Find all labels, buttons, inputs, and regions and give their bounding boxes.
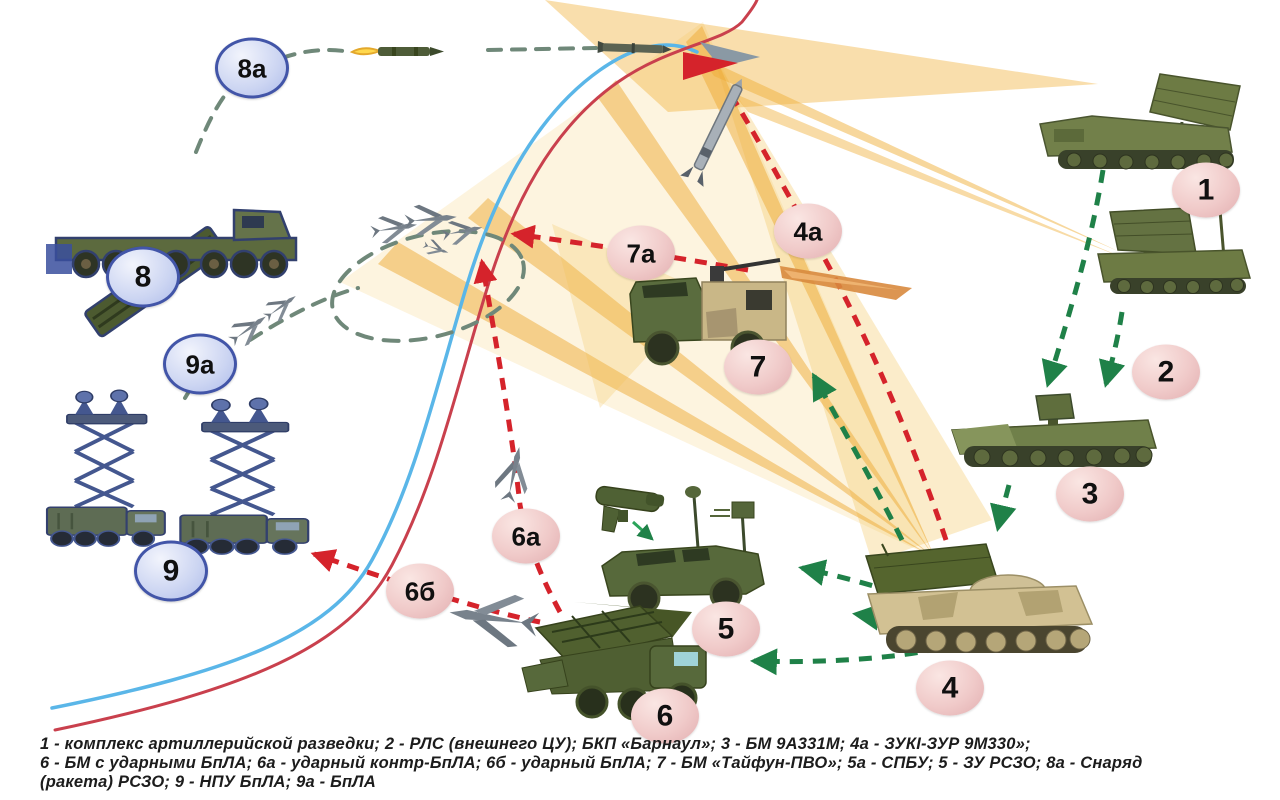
badge-6: 6 [631, 688, 699, 744]
link-3-to-4 [990, 484, 1017, 532]
link-4-to-5-upper [798, 559, 939, 609]
badge-7a-label: 7а [626, 238, 656, 268]
beam-typhoon-wedge [552, 224, 706, 408]
vehicle-2-rls [1097, 206, 1251, 294]
track-red-target [53, 0, 759, 732]
link-2-to-3 [1099, 311, 1126, 388]
badge-7a: 7а [607, 225, 675, 281]
vehicle-7-typhoon-pvo [629, 258, 787, 366]
gun-5a-spbu [595, 485, 665, 533]
badge-4a: 4а [774, 203, 842, 259]
vehicle-4-tor [865, 543, 1094, 653]
badge-5-label: 5 [717, 612, 735, 645]
legend-caption: 1 - комплекс артиллерийской разведки; 2 … [40, 735, 1275, 792]
badge-6a: 6а [492, 508, 560, 564]
badge-2: 2 [1132, 344, 1200, 400]
path-9a-to-loiter [248, 286, 360, 342]
badge-7: 7 [724, 339, 792, 395]
intercept-flash-icon [683, 52, 738, 80]
beam-bm4-ray-2 [468, 198, 935, 558]
link-4-to-7 [811, 372, 905, 542]
path-rocket-to-intercept [486, 46, 598, 52]
beam-bm4-ray-1 [378, 242, 935, 558]
link-1-to-3 [1041, 169, 1106, 388]
badge-1: 1 [1172, 162, 1240, 218]
legend-line-2: 6 - БМ с ударными БпЛА; 6а - ударный кон… [40, 754, 1143, 772]
badge-9a: 9а [163, 333, 237, 395]
mlrs-rocket-8a-icon [349, 47, 444, 56]
vehicle-9-npu-right [180, 398, 308, 554]
badge-9-label: 9 [162, 554, 180, 587]
vehicle-6-uav-launcher [521, 602, 707, 721]
badge-4a-label: 4а [793, 216, 823, 246]
badge-3: 3 [1056, 466, 1124, 522]
vehicle-3-bm-9a331m [950, 393, 1157, 467]
track-blue-target [50, 43, 699, 710]
badge-1-label: 1 [1197, 173, 1215, 206]
link-gun5a-to-5 [631, 520, 654, 541]
radar-beams [340, 0, 1124, 562]
loiter-orbit [330, 229, 526, 343]
beam-recon1-fan [545, 0, 1098, 112]
fire-4a-missile-path [725, 88, 949, 541]
drone-6a-icon [491, 443, 536, 505]
incoming-shell-icon [597, 40, 672, 54]
beam-bm4-ray-4 [686, 26, 935, 558]
badge-6a-label: 6а [511, 521, 541, 551]
badge-9a-label: 9а [185, 349, 215, 379]
legend-line-1: 1 - комплекс артиллерийской разведки; 2 … [40, 735, 1031, 753]
link-4-to-6 [749, 645, 941, 676]
drones-9a [223, 287, 303, 352]
badge-7-label: 7 [749, 350, 767, 383]
badge-6b-label: 6б [404, 576, 436, 606]
badge-2-label: 2 [1157, 355, 1175, 388]
drone-6b-icon [445, 586, 542, 651]
badge-6b: 6б [386, 563, 454, 619]
gun-tracer-core [784, 270, 900, 290]
badge-3-label: 3 [1081, 477, 1099, 510]
beam-rls2-ray-b [733, 93, 1124, 258]
missile-4a-icon [680, 78, 743, 187]
fire-6a-to-swarm [473, 258, 563, 614]
badge-4-label: 4 [941, 671, 959, 704]
badge-8: 8 [106, 246, 180, 308]
badge-8-label: 8 [134, 260, 152, 293]
beam-intercept-to-bm4 [713, 55, 992, 562]
badge-5: 5 [692, 601, 760, 657]
vehicle-9-npu-left [47, 390, 165, 546]
path-8a-to-rocket [280, 48, 352, 60]
legend-line-3: (ракета) РСЗО; 9 - НПУ БпЛА; 9а - БпЛА [40, 773, 376, 791]
badge-8a: 8а [215, 37, 289, 99]
beam-rls2-ray-a [700, 56, 1120, 252]
badge-6-label: 6 [656, 699, 674, 732]
badge-8a-label: 8а [237, 53, 267, 83]
badge-9: 9 [134, 540, 208, 602]
badge-4: 4 [916, 660, 984, 716]
vehicle-1-recon-radar [1039, 73, 1241, 170]
